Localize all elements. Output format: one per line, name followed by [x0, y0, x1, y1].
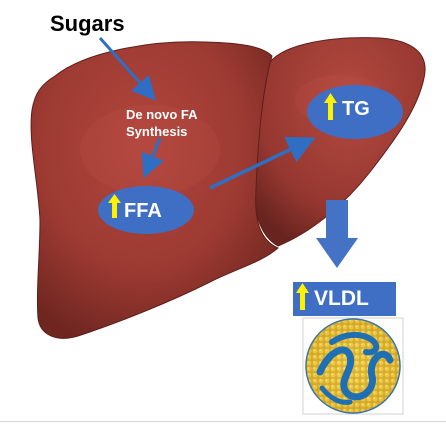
up-arrow-icon: [108, 194, 121, 218]
vldl-box: [293, 282, 396, 316]
vldl-particle-image: [302, 317, 404, 415]
up-arrow-icon: [324, 93, 337, 120]
synthesis-to-ffa-arrow: [141, 137, 164, 179]
denovo-synthesis-label: De novo FA Synthesis: [126, 106, 226, 140]
ffa-label: FFA: [124, 200, 162, 222]
sugars-to-synthesis-arrow: [98, 37, 156, 101]
bottom-divider: [0, 421, 446, 422]
denovo-line-1: De novo FA: [126, 107, 198, 122]
denovo-line-2: Synthesis: [126, 124, 188, 139]
ffa-to-tg-arrow: [209, 136, 316, 190]
vldl-label: VLDL: [314, 287, 369, 310]
liver-highlight: [80, 105, 220, 195]
ffa-node: [98, 186, 194, 234]
sugars-label: Sugars: [50, 11, 125, 36]
tg-label: TG: [342, 98, 370, 120]
block-down-arrow-icon: [316, 200, 358, 268]
up-arrow-icon: [296, 283, 309, 310]
